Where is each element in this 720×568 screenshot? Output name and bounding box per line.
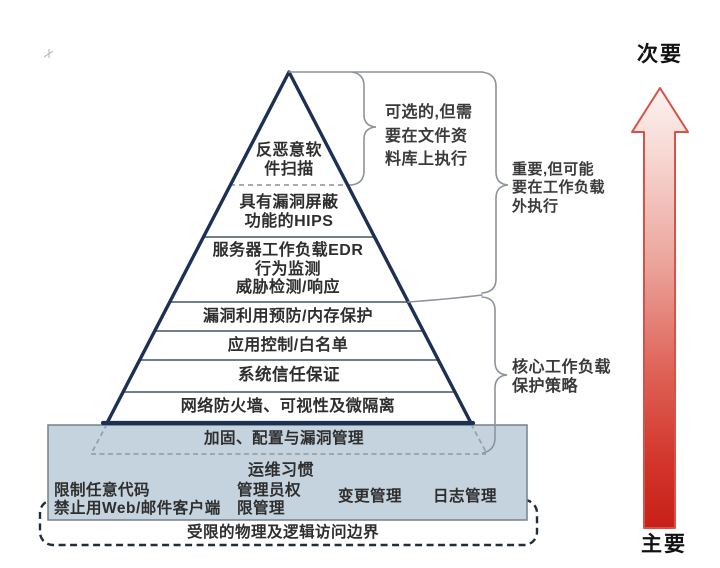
ops-box <box>47 424 528 521</box>
annotation-core: 核心工作负载 保护策略 <box>512 359 612 395</box>
edr-leader-line <box>407 294 483 303</box>
brace-important <box>481 71 509 294</box>
priority-up-arrow <box>631 87 689 529</box>
ops-item-log-mgmt: 日志管理 <box>433 488 498 505</box>
restricted-boundary-label: 受限的物理及逻辑访问边界 <box>186 524 380 541</box>
brace-core <box>481 296 508 454</box>
layer-hips-label: 具有漏洞屏蔽 功能的HIPS <box>239 194 339 230</box>
layer-network-firewall-label: 网络防火墙、可视性及微隔离 <box>180 398 396 415</box>
stray-mark <box>43 49 54 58</box>
axis-primary-label: 主要 <box>641 533 687 556</box>
ops-item-change-mgmt: 变更管理 <box>338 488 403 505</box>
annotation-optional: 可选的,但需 要在文件资 料库上执行 <box>385 104 473 168</box>
layer-exploit-prevention-label: 漏洞利用预防/内存保护 <box>203 308 373 325</box>
layer-antimalware-label: 反恶意软 件扫描 <box>255 142 323 178</box>
layer-app-control-label: 应用控制/白名单 <box>227 337 349 354</box>
hardening-row-label: 加固、配置与漏洞管理 <box>203 430 365 447</box>
pyramid-divider-lines <box>123 236 455 393</box>
ops-item-admin-rights: 管理员权 限管理 <box>237 482 302 517</box>
layer-edr-label: 服务器工作负载EDR 行为监测 威胁检测/响应 <box>212 242 364 296</box>
ops-item-restrict-code: 限制任意代码 禁止用Web/邮件客户端 <box>54 482 221 517</box>
annotation-important: 重要,但可能 要在工作负载 外执行 <box>512 161 606 215</box>
pyramid-dashed-extension <box>90 423 487 455</box>
layer-system-trust-label: 系统信任保证 <box>238 366 340 384</box>
ops-title: 运维习惯 <box>247 462 315 479</box>
annotation-brackets <box>288 71 509 454</box>
brace-optional <box>351 71 377 186</box>
axis-secondary-label: 次要 <box>637 43 683 66</box>
